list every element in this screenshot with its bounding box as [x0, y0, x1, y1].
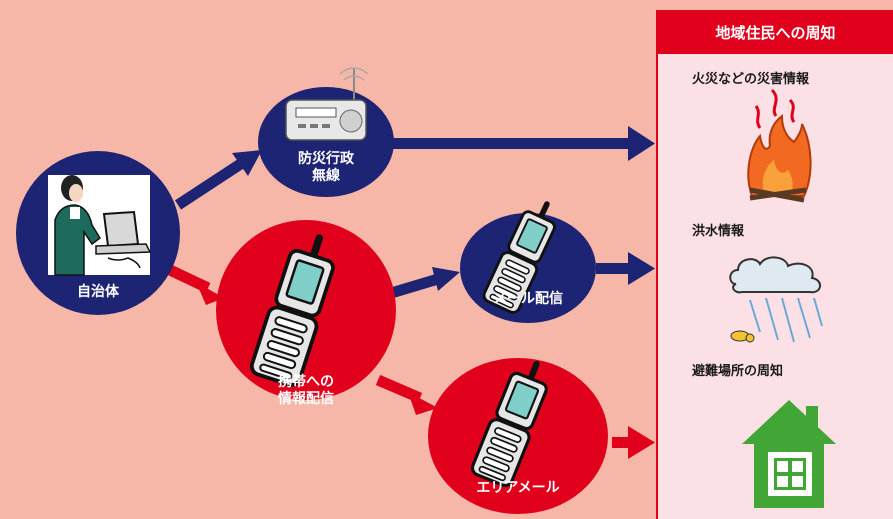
- flood-info-heading: 洪水情報: [692, 224, 745, 239]
- area-mail-label: エリアメール: [476, 480, 560, 496]
- arrow-mobile-to-mail: [386, 267, 460, 300]
- disaster-info-heading: 火災などの災害情報: [692, 72, 810, 87]
- municipality-label: 自治体: [77, 284, 119, 300]
- radio-device-icon: [285, 67, 369, 141]
- flood-rain-icon: [729, 256, 823, 343]
- municipality-node: [16, 151, 180, 315]
- mobile-info-label: 携帯への 情報配信: [278, 374, 334, 407]
- arrow-mail-to-panel: [596, 252, 655, 285]
- mobile-info-node: [216, 220, 396, 400]
- radio-label: 防災行政 無線: [298, 151, 354, 184]
- arrow-area-mail-to-panel: [612, 426, 655, 459]
- arrow-municipality-to-radio: [174, 150, 262, 210]
- arrow-mobile-to-area-mail: [375, 374, 438, 415]
- office-worker-illustration: [48, 175, 152, 276]
- radio-node: [258, 67, 394, 197]
- evacuation-house-icon: [742, 400, 836, 508]
- evacuation-heading: 避難場所の周知: [692, 364, 784, 379]
- residents-notice-panel: 地域住民への周知 火災などの災害情報 洪水情報 避難場所の周知: [656, 10, 893, 519]
- mail-label: メール配信: [493, 291, 563, 307]
- panel-title: 地域住民への周知: [658, 10, 893, 54]
- arrow-radio-to-panel: [390, 126, 655, 161]
- area-mail-node: [428, 351, 608, 514]
- mail-node: [460, 192, 596, 323]
- arrow-municipality-to-mobile: [167, 265, 224, 305]
- fire-icon: [747, 88, 812, 203]
